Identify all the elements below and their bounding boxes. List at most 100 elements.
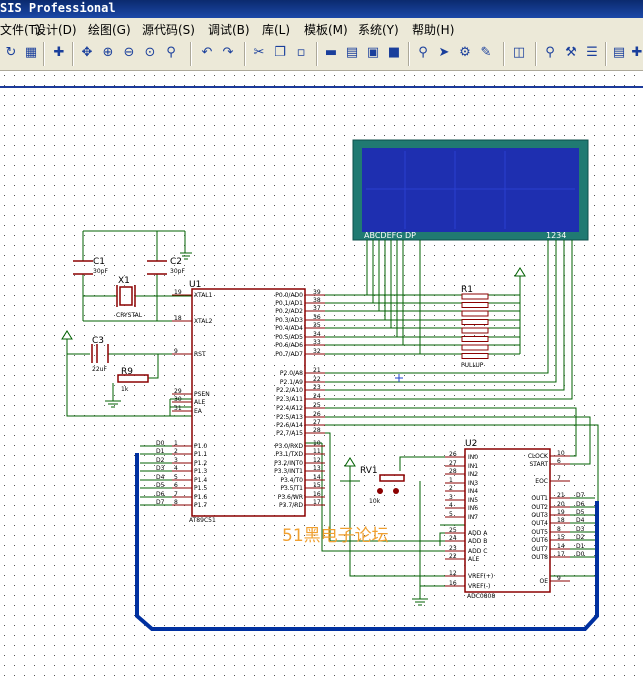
u1-part: AT89C51 — [189, 517, 216, 524]
pick-device-icon[interactable]: ⚲ — [418, 45, 428, 60]
vcc-arrow-1 — [61, 330, 73, 340]
r1-ref: R1 — [461, 285, 473, 295]
menu-library[interactable]: 库(L) — [262, 23, 291, 37]
power-symbols — [61, 252, 526, 606]
u1-pin-name: P1.2 — [194, 460, 207, 467]
pan-icon[interactable]: ✥ — [81, 45, 93, 60]
u1-pin-name: P2.4/A12 — [276, 405, 303, 412]
passive-parts[interactable] — [73, 260, 405, 482]
schematic-canvas[interactable]: ABCDEFG DP 1234 — [0, 71, 643, 680]
decompose-icon[interactable]: ✎ — [480, 45, 492, 60]
u1-pin-name: ALE — [194, 399, 205, 406]
block-copy-icon[interactable]: ▬ — [324, 45, 338, 60]
packaging-icon[interactable]: ⚙ — [459, 45, 471, 60]
design-explorer-icon[interactable]: ☰ — [586, 45, 598, 60]
u2-pin-name: OUT7 — [531, 546, 548, 553]
cut-icon[interactable]: ✂ — [253, 45, 265, 60]
u2-pin-name: VREF(-) — [468, 583, 490, 590]
u2-part: ADC0808 — [467, 593, 495, 600]
u1-pin-number: 27 — [313, 419, 321, 426]
menu-debug[interactable]: 调试(B) — [208, 23, 250, 37]
menu-template[interactable]: 模板(M) — [304, 23, 348, 37]
menu-source[interactable]: 源代码(S) — [142, 23, 195, 37]
paste-icon[interactable]: ▫ — [296, 45, 306, 60]
u2-pin-name: IN5 — [468, 497, 478, 504]
seven-segment-display[interactable]: ABCDEFG DP 1234 — [352, 139, 589, 241]
c3-value: 22uF — [92, 366, 107, 373]
u2-pin-name: OUT3 — [531, 512, 548, 519]
menu-help[interactable]: 帮助(H) — [412, 23, 455, 37]
refresh-icon[interactable]: ↻ — [5, 45, 17, 60]
u2-pin-number: 4 — [449, 502, 453, 509]
u1-pin-name: P1.5 — [194, 485, 207, 492]
new-sheet-icon[interactable]: ▤ — [612, 45, 626, 60]
u2-pin-number: 5 — [449, 511, 453, 518]
menu-file[interactable]: 文件(T) — [0, 23, 41, 37]
r1-resistor — [461, 353, 489, 359]
u1-pin-name: P0.6/AD6 — [275, 342, 303, 349]
u2-pin-name: START — [529, 461, 548, 468]
u1-pin-number: 38 — [313, 297, 321, 304]
u1-pin-number: 29 — [174, 388, 182, 395]
c1-value: 30pF — [93, 268, 108, 275]
undo-icon[interactable]: ↶ — [201, 45, 213, 60]
copy-icon[interactable]: ❐ — [274, 45, 286, 60]
u1-pin-name: P2.1/A9 — [280, 379, 303, 386]
u2-bus-label: D6 — [576, 501, 585, 508]
u2-pin-number: 26 — [449, 451, 457, 458]
add-icon[interactable]: ✚ — [631, 45, 643, 60]
title-bar: SIS Professional — [0, 0, 643, 18]
menu-graph[interactable]: 绘图(G) — [88, 23, 131, 37]
property-assign-icon[interactable]: ⚒ — [565, 45, 577, 60]
x1-body — [119, 286, 133, 306]
u2-pin-name: ADD B — [468, 538, 487, 545]
grid-icon[interactable]: ▦ — [24, 45, 38, 60]
u2-pin-number: 6 — [557, 458, 561, 465]
origin-icon[interactable]: ✚ — [53, 45, 65, 60]
wire-autoroute-icon[interactable]: ◫ — [512, 45, 526, 60]
u2-pin-number: 1 — [449, 477, 453, 484]
zoom-all-icon[interactable]: ⊙ — [144, 45, 156, 60]
u2-pin-name: OE — [539, 578, 548, 585]
u1-bus-label: D1 — [156, 448, 165, 455]
u2-pin-name: IN4 — [468, 488, 478, 495]
menu-bar: 文件(T) 设计(D) 绘图(G) 源代码(S) 调试(B) 库(L) 模板(M… — [0, 18, 643, 38]
redo-icon[interactable]: ↷ — [222, 45, 234, 60]
u1-pin-name: P1.7 — [194, 502, 207, 509]
u1-pin-number: 9 — [174, 348, 178, 355]
u2-pin-number: 9 — [557, 575, 561, 582]
u2-body[interactable] — [464, 448, 551, 593]
zoom-area-icon[interactable]: ⚲ — [166, 45, 176, 60]
r1-resistor-pack[interactable] — [461, 293, 489, 359]
u2-pin-number: 18 — [557, 517, 565, 524]
schematic-svg[interactable]: ABCDEFG DP 1234 — [0, 71, 643, 680]
u2-pin-number: 24 — [449, 535, 457, 542]
rv1-ref: RV1 — [360, 466, 378, 476]
c1-plates — [73, 260, 93, 275]
make-device-icon[interactable]: ➤ — [438, 45, 450, 60]
u1-pin-name: P0.4/AD4 — [275, 325, 303, 332]
zoom-out-icon[interactable]: ⊖ — [123, 45, 135, 60]
menu-design[interactable]: 设计(D) — [34, 23, 77, 37]
display-glass — [362, 148, 579, 232]
search-tag-icon[interactable]: ⚲ — [545, 45, 555, 60]
u1-pin-number: 32 — [313, 348, 321, 355]
menu-system[interactable]: 系统(Y) — [358, 23, 399, 37]
r9-body — [117, 374, 149, 383]
u2-pin-number: 25 — [449, 527, 457, 534]
block-delete-icon[interactable]: ■ — [387, 45, 401, 60]
u1-pin-number: 5 — [174, 474, 178, 481]
u1-pin-number: 10 — [313, 440, 321, 447]
u2-pin-number: 17 — [557, 551, 565, 558]
block-rotate-icon[interactable]: ▣ — [366, 45, 380, 60]
u1-pin-number: 22 — [313, 376, 321, 383]
zoom-in-icon[interactable]: ⊕ — [102, 45, 114, 60]
u2-pin-name: OUT6 — [531, 537, 548, 544]
u1-pin-number: 28 — [313, 427, 321, 434]
block-move-icon[interactable]: ▤ — [345, 45, 359, 60]
c2-value: 30pF — [170, 268, 185, 275]
c3-plates — [91, 344, 98, 363]
c2-ref: C2 — [170, 257, 182, 267]
u1-ref: U1 — [189, 280, 201, 290]
